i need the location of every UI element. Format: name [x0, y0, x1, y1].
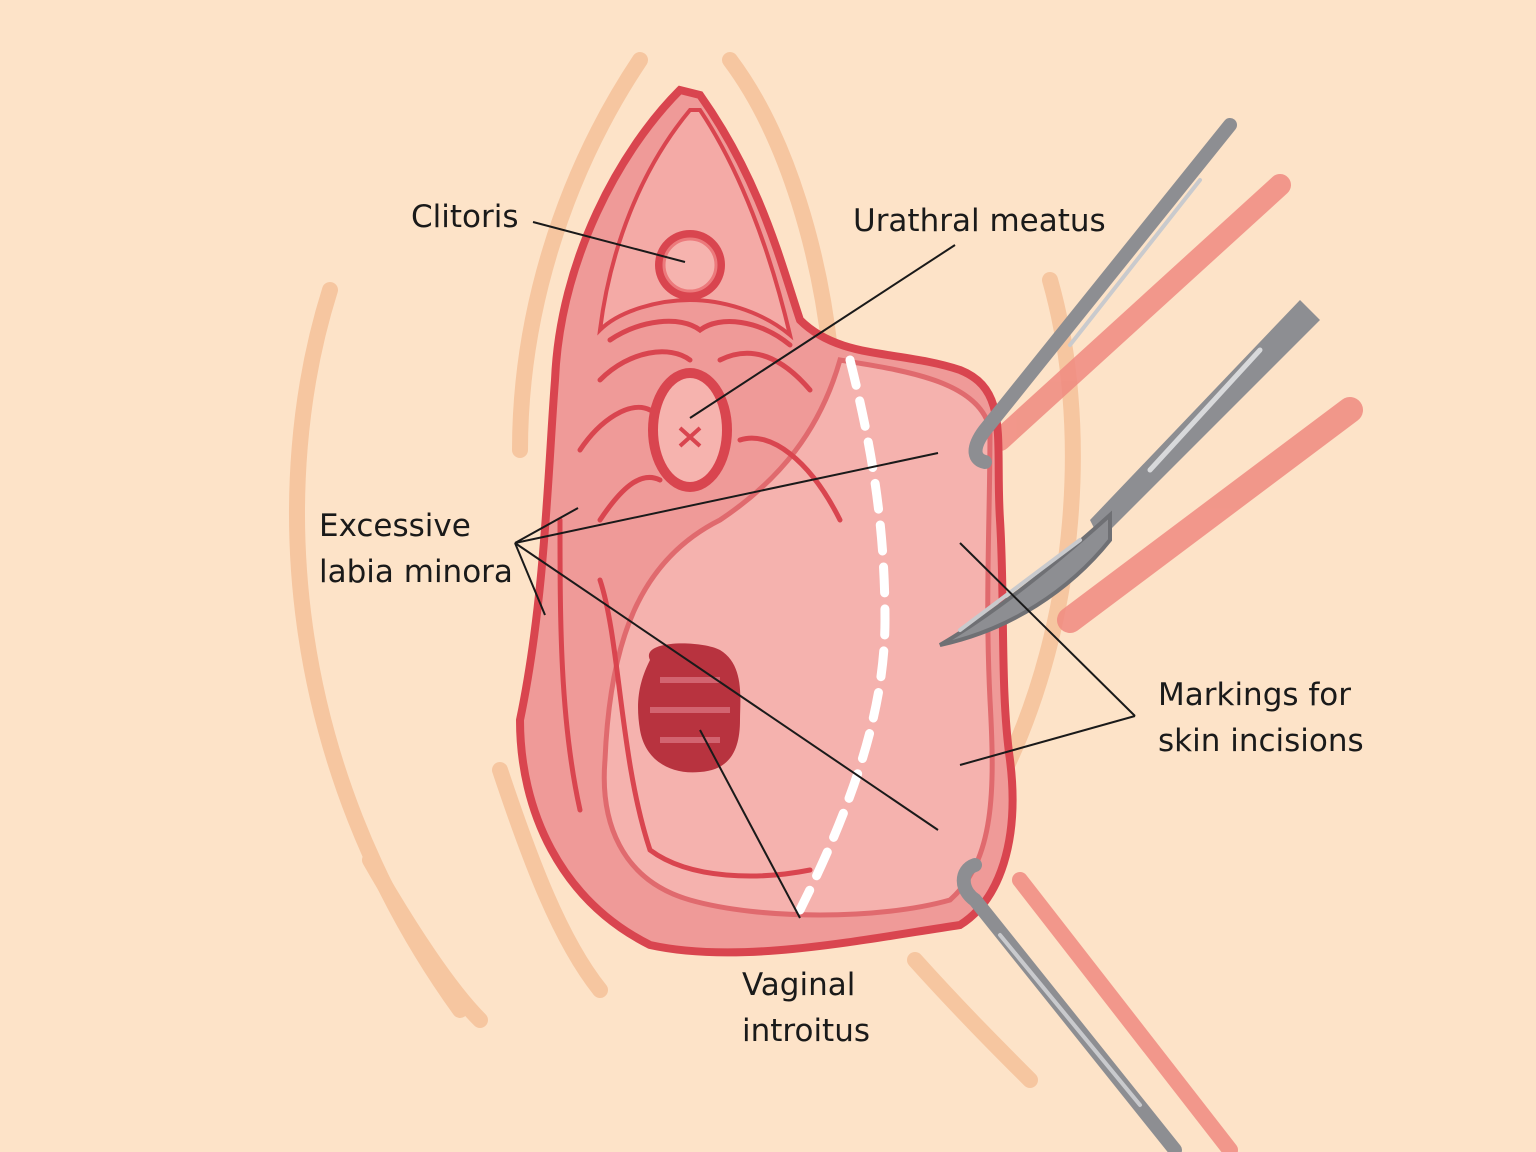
- leader-labia-3: [514, 542, 546, 616]
- label-excessive-labia-minora: Excessive labia minora: [319, 503, 514, 595]
- label-labia-line1: Excessive: [319, 508, 471, 544]
- clitoris-shape: [655, 230, 725, 300]
- lower-retractor: [956, 858, 1182, 1152]
- enlarged-labium: [601, 357, 995, 918]
- leader-clitoris: [532, 221, 686, 263]
- clitoral-hood: [597, 108, 794, 341]
- leader-markings-1: [959, 542, 1136, 717]
- leader-urethral: [689, 244, 956, 419]
- label-clitoris: Clitoris: [411, 199, 519, 235]
- leader-labia-4: [514, 542, 939, 831]
- upper-retractor: [968, 118, 1237, 469]
- leader-introitus: [699, 729, 801, 919]
- leader-labia-2: [514, 452, 939, 544]
- scalpel: [938, 300, 1320, 647]
- instrument-shadows: [989, 174, 1363, 1152]
- urethral-meatus-shape: [648, 368, 732, 492]
- label-vaginal-introitus: Vaginal introitus: [742, 962, 892, 1054]
- vaginal-introitus-shape: [638, 643, 741, 773]
- leader-lines: [514, 221, 1136, 919]
- label-introitus-line2: introitus: [742, 1013, 871, 1049]
- leader-markings-2: [959, 715, 1136, 766]
- inner-folds: [557, 318, 843, 879]
- label-urethral-meatus: Urathral meatus: [853, 203, 1106, 239]
- leader-labia-1: [514, 507, 579, 544]
- incision-marking: [795, 355, 890, 915]
- label-markings-for-skin-incisions: Markings for skin incisions: [1158, 672, 1378, 764]
- label-introitus-line1: Vaginal: [742, 967, 856, 1003]
- label-markings-line1: Markings for: [1158, 677, 1352, 713]
- label-labia-line2: labia minora: [319, 554, 513, 590]
- label-markings-line2: skin incisions: [1158, 723, 1364, 759]
